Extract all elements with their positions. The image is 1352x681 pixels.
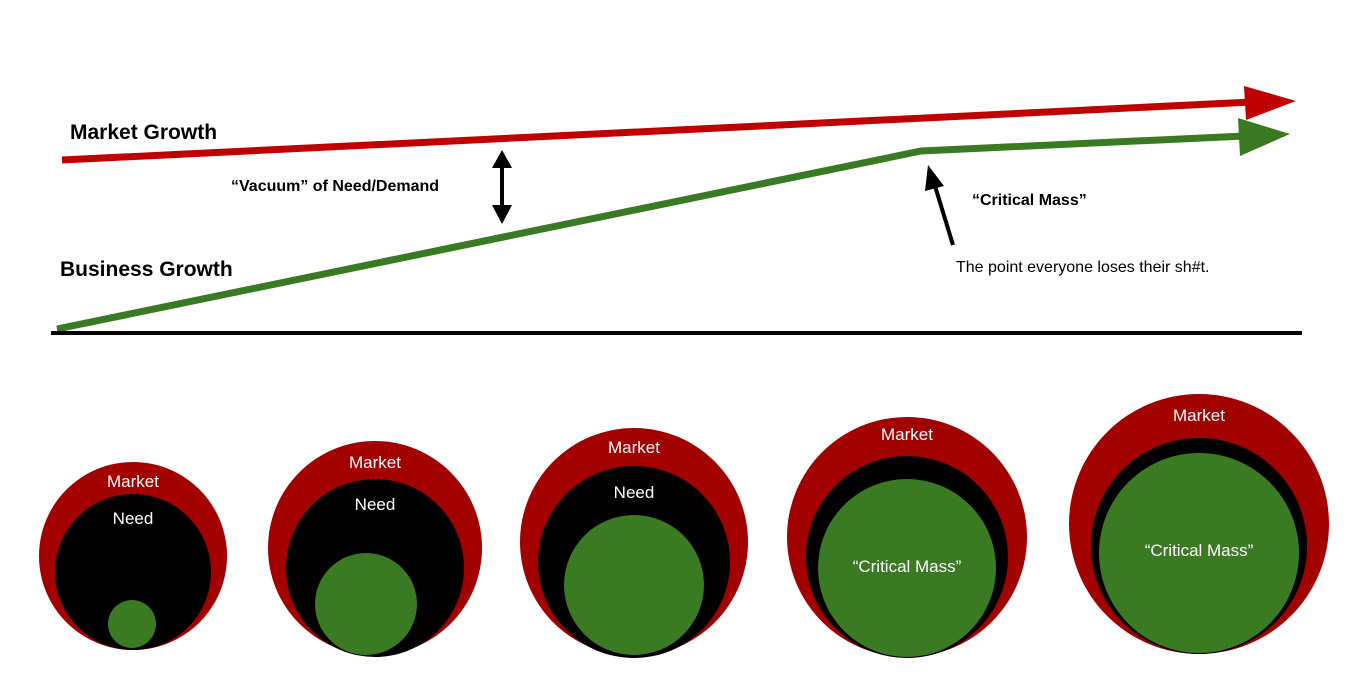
growth-lines-panel: Market Growth Business Growth “Vacuum” o…	[51, 86, 1302, 335]
stage-2: Market Need	[268, 441, 482, 657]
business-circle	[818, 479, 996, 657]
market-growth-line	[61, 98, 1253, 164]
market-label: Market	[608, 438, 660, 457]
market-label: Market	[107, 472, 159, 491]
critical-mass-note: The point everyone loses their sh#t.	[956, 259, 1209, 276]
market-growth-label: Market Growth	[70, 121, 217, 144]
stages-row: Market Need Market Need Market Need Mark…	[39, 394, 1329, 658]
stage-3: Market Need	[520, 428, 748, 658]
business-growth-arrowhead	[1238, 118, 1290, 156]
critical-mass-pointer-arrow	[925, 165, 955, 246]
market-label: Market	[1173, 406, 1225, 425]
need-label: Need	[614, 483, 655, 502]
market-growth-arrowhead	[1244, 86, 1296, 120]
critical-mass-label: “Critical Mass”	[972, 192, 1087, 209]
business-circle	[564, 515, 704, 655]
need-label: Need	[355, 495, 396, 514]
business-circle	[1099, 453, 1299, 653]
critical-mass-inner-label: “Critical Mass”	[853, 557, 962, 576]
business-growth-label: Business Growth	[60, 258, 233, 281]
need-label: Need	[113, 509, 154, 528]
need-circle	[55, 494, 211, 650]
market-label: Market	[881, 425, 933, 444]
stage-5: Market “Critical Mass”	[1069, 394, 1329, 654]
stage-4: Market “Critical Mass”	[787, 417, 1027, 658]
market-label: Market	[349, 453, 401, 472]
vacuum-label: “Vacuum” of Need/Demand	[231, 178, 439, 195]
vacuum-double-arrow	[492, 150, 512, 224]
business-growth-line	[56, 132, 1246, 333]
business-circle	[108, 600, 156, 648]
business-circle	[315, 553, 417, 655]
critical-mass-inner-label: “Critical Mass”	[1145, 541, 1254, 560]
stage-1: Market Need	[39, 462, 227, 650]
